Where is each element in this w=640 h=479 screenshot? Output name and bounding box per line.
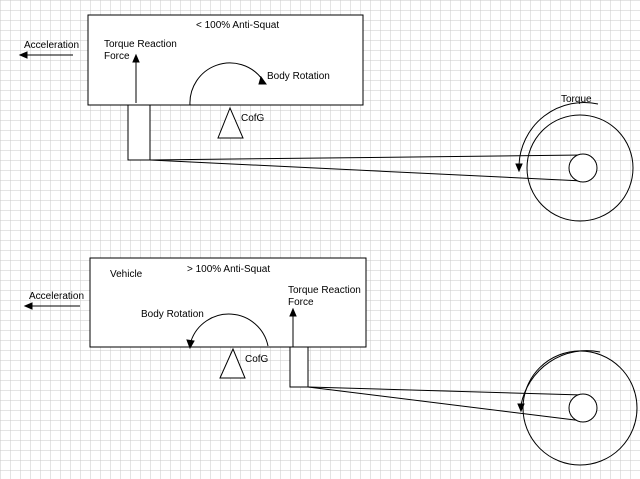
top-body-rotation-label: Body Rotation (267, 71, 330, 82)
top-cofg-triangle (217, 106, 244, 139)
bottom-body-rotation-label: Body Rotation (141, 309, 204, 320)
bottom-acceleration-label: Acceleration (29, 291, 85, 302)
bottom-torque-arrow (517, 350, 601, 413)
top-wheel (526, 114, 634, 222)
top-acceleration-arrow (18, 51, 73, 59)
bottom-trailing-arm (289, 346, 584, 422)
top-cofg-label: CofG (241, 113, 265, 124)
bottom-body-rotation-arrow (186, 313, 269, 350)
top-torque-reaction-label: Torque Reaction Force (104, 39, 177, 62)
top-torque-label: Torque (561, 94, 592, 105)
bottom-acceleration-arrow (23, 302, 80, 310)
top-torque-reaction-arrow (132, 53, 140, 103)
bottom-torque-reaction-label: Torque Reaction Force (288, 285, 361, 308)
bottom-vehicle-body (89, 257, 367, 348)
bottom-cofg-triangle (219, 347, 246, 379)
top-acceleration-label: Acceleration (24, 40, 80, 51)
top-title: < 100% Anti-Squat (196, 20, 280, 31)
bottom-cofg-label: CofG (245, 354, 269, 365)
bottom-torque-reaction-arrow (289, 307, 297, 347)
top-body-rotation-arrow (189, 62, 267, 106)
top-torque-arrow (515, 101, 599, 173)
top-trailing-arm (127, 104, 584, 182)
bottom-vehicle-label: Vehicle (110, 269, 143, 280)
bottom-title: > 100% Anti-Squat (187, 264, 271, 275)
